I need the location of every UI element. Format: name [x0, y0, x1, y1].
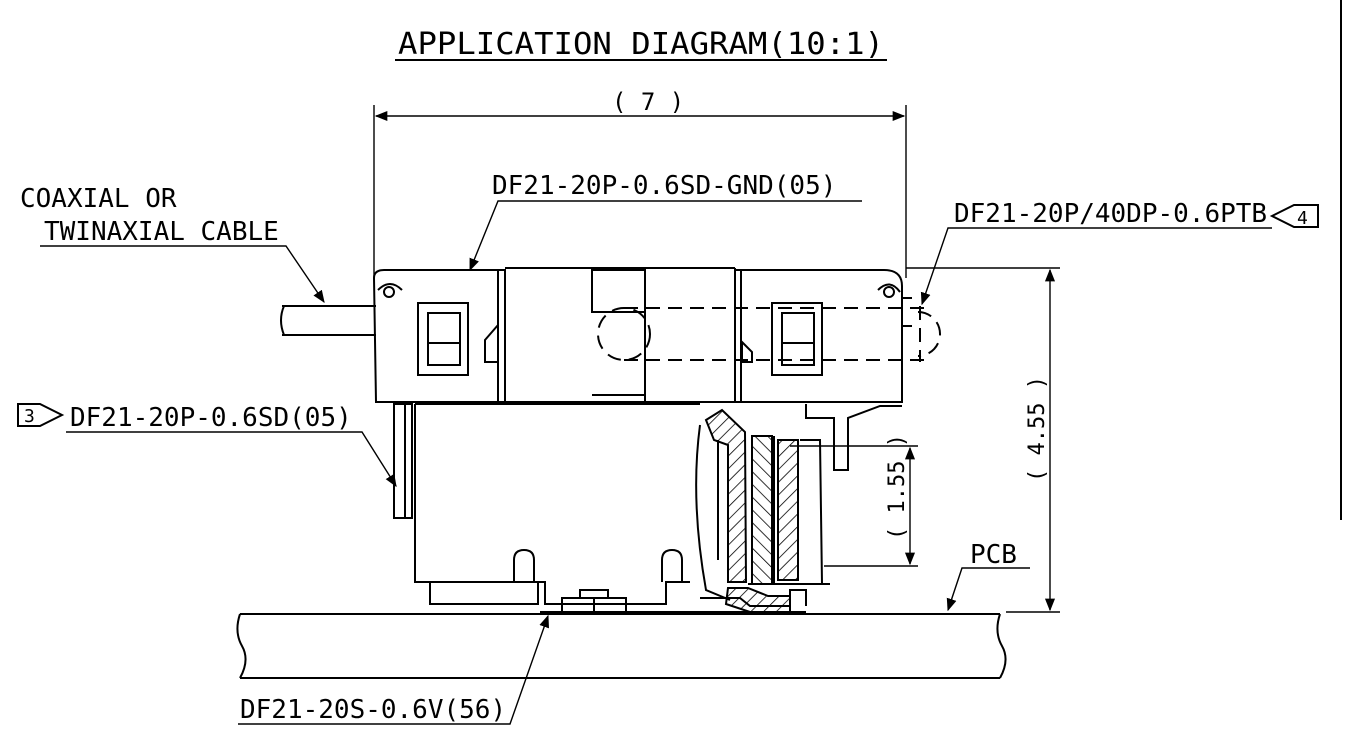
height-total-dimension: ( 4.55 )	[906, 267, 1060, 613]
width-dimension-label: ( 7 )	[612, 88, 684, 116]
pcb-leader	[946, 567, 1030, 612]
ptb-part-label: DF21-20P/40DP-0.6PTB	[954, 199, 1267, 229]
ptb-part-leader	[920, 227, 1272, 306]
plug-part-label: DF21-20P-0.6SD(05)	[70, 403, 352, 433]
height-mated-label: ( 1.55 )	[885, 434, 910, 540]
ptb-marker-flag: 4	[1269, 204, 1319, 229]
cable	[280, 305, 376, 336]
plug-side-clip	[393, 403, 413, 519]
plug-marker-flag: 3	[17, 403, 65, 427]
receptacle-leader	[238, 614, 549, 725]
pcb-label: PCB	[970, 540, 1017, 570]
gnd-part-leader	[469, 200, 862, 272]
height-total-label: ( 4.55 )	[1025, 376, 1050, 482]
contact-section	[695, 408, 830, 601]
cable-label-line1: COAXIAL OR	[20, 184, 177, 214]
upper-housing	[372, 267, 912, 403]
plug-body	[414, 403, 700, 605]
receptacle-base	[540, 587, 807, 613]
ground-tab	[805, 404, 902, 471]
pcb-board	[236, 613, 1007, 679]
height-mated-dimension: ( 1.55 )	[790, 434, 918, 567]
diagram-title: APPLICATION DIAGRAM(10:1)	[398, 27, 884, 62]
svg-text:4: 4	[1297, 208, 1308, 229]
cable-leader	[40, 245, 325, 304]
width-dimension: ( 7 )	[373, 88, 907, 278]
ground-bar-hidden	[597, 306, 941, 362]
receptacle-part-label: DF21-20S-0.6V(56)	[240, 695, 506, 725]
plug-part-leader	[66, 431, 397, 488]
svg-text:3: 3	[24, 406, 35, 427]
gnd-part-label: DF21-20P-0.6SD-GND(05)	[492, 171, 836, 201]
cable-label-line2: TWINAXIAL CABLE	[44, 217, 279, 247]
